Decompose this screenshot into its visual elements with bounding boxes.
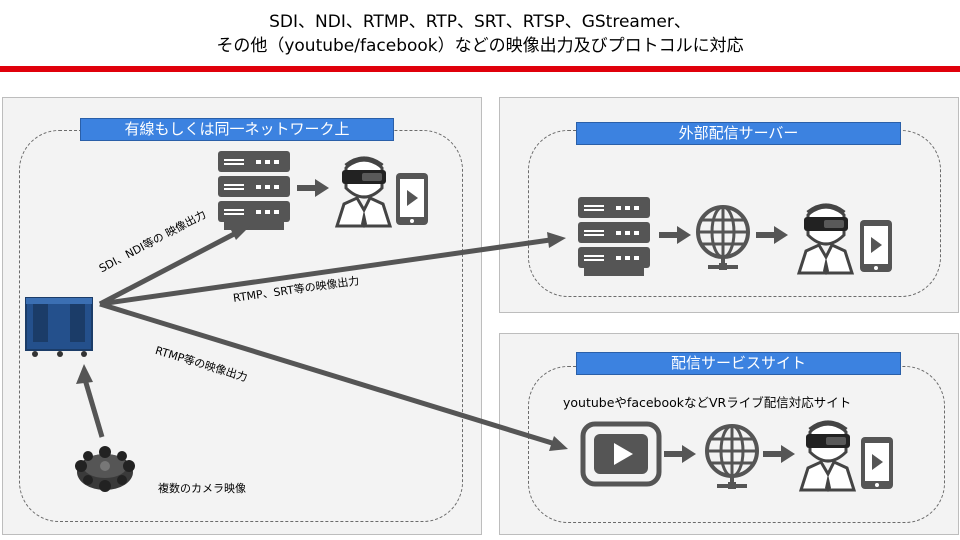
camera-label: 複数のカメラ映像 [158,482,246,495]
rtmp-output-arrow [549,436,568,451]
lan-server-icon [218,151,290,230]
lan-label: 有線もしくは同一ネットワーク上 [80,118,394,141]
service-flow-arrow-1 [664,445,696,463]
external-server-icon [578,197,650,276]
external-label: 外部配信サーバー [576,122,901,145]
sdi-output-arrow [229,226,250,240]
external-tablet-icon [860,220,892,272]
service-caption: youtubeやfacebookなどVRライブ配信対応サイト [563,395,852,410]
service-label: 配信サービスサイト [576,352,901,375]
encoder-device-icon [25,297,93,357]
vr-camera-rig-icon [75,446,135,492]
external-flow-arrow-1 [659,226,691,244]
lan-tablet-icon [396,173,428,225]
external-flow-arrow-2 [756,226,788,244]
service-vr-user-icon [801,422,854,492]
service-globe-icon [705,424,759,491]
srt-output-arrow [547,232,566,248]
service-tablet-icon [861,437,893,489]
camera-to-encoder-arrow [76,364,93,384]
header-line-2: その他（youtube/facebook）などの映像出力及びプロトコルに対応 [216,36,744,56]
external-vr-user-icon [799,205,852,275]
external-globe-icon [696,205,750,272]
video-play-icon [580,421,662,487]
header-line-1: SDI、NDI、RTMP、RTP、SRT、RTSP、GStreamer、 [269,12,691,32]
lan-flow-arrow [297,179,329,197]
header-divider [0,66,960,72]
service-flow-arrow-2 [763,445,795,463]
lan-vr-user-icon [337,158,390,228]
